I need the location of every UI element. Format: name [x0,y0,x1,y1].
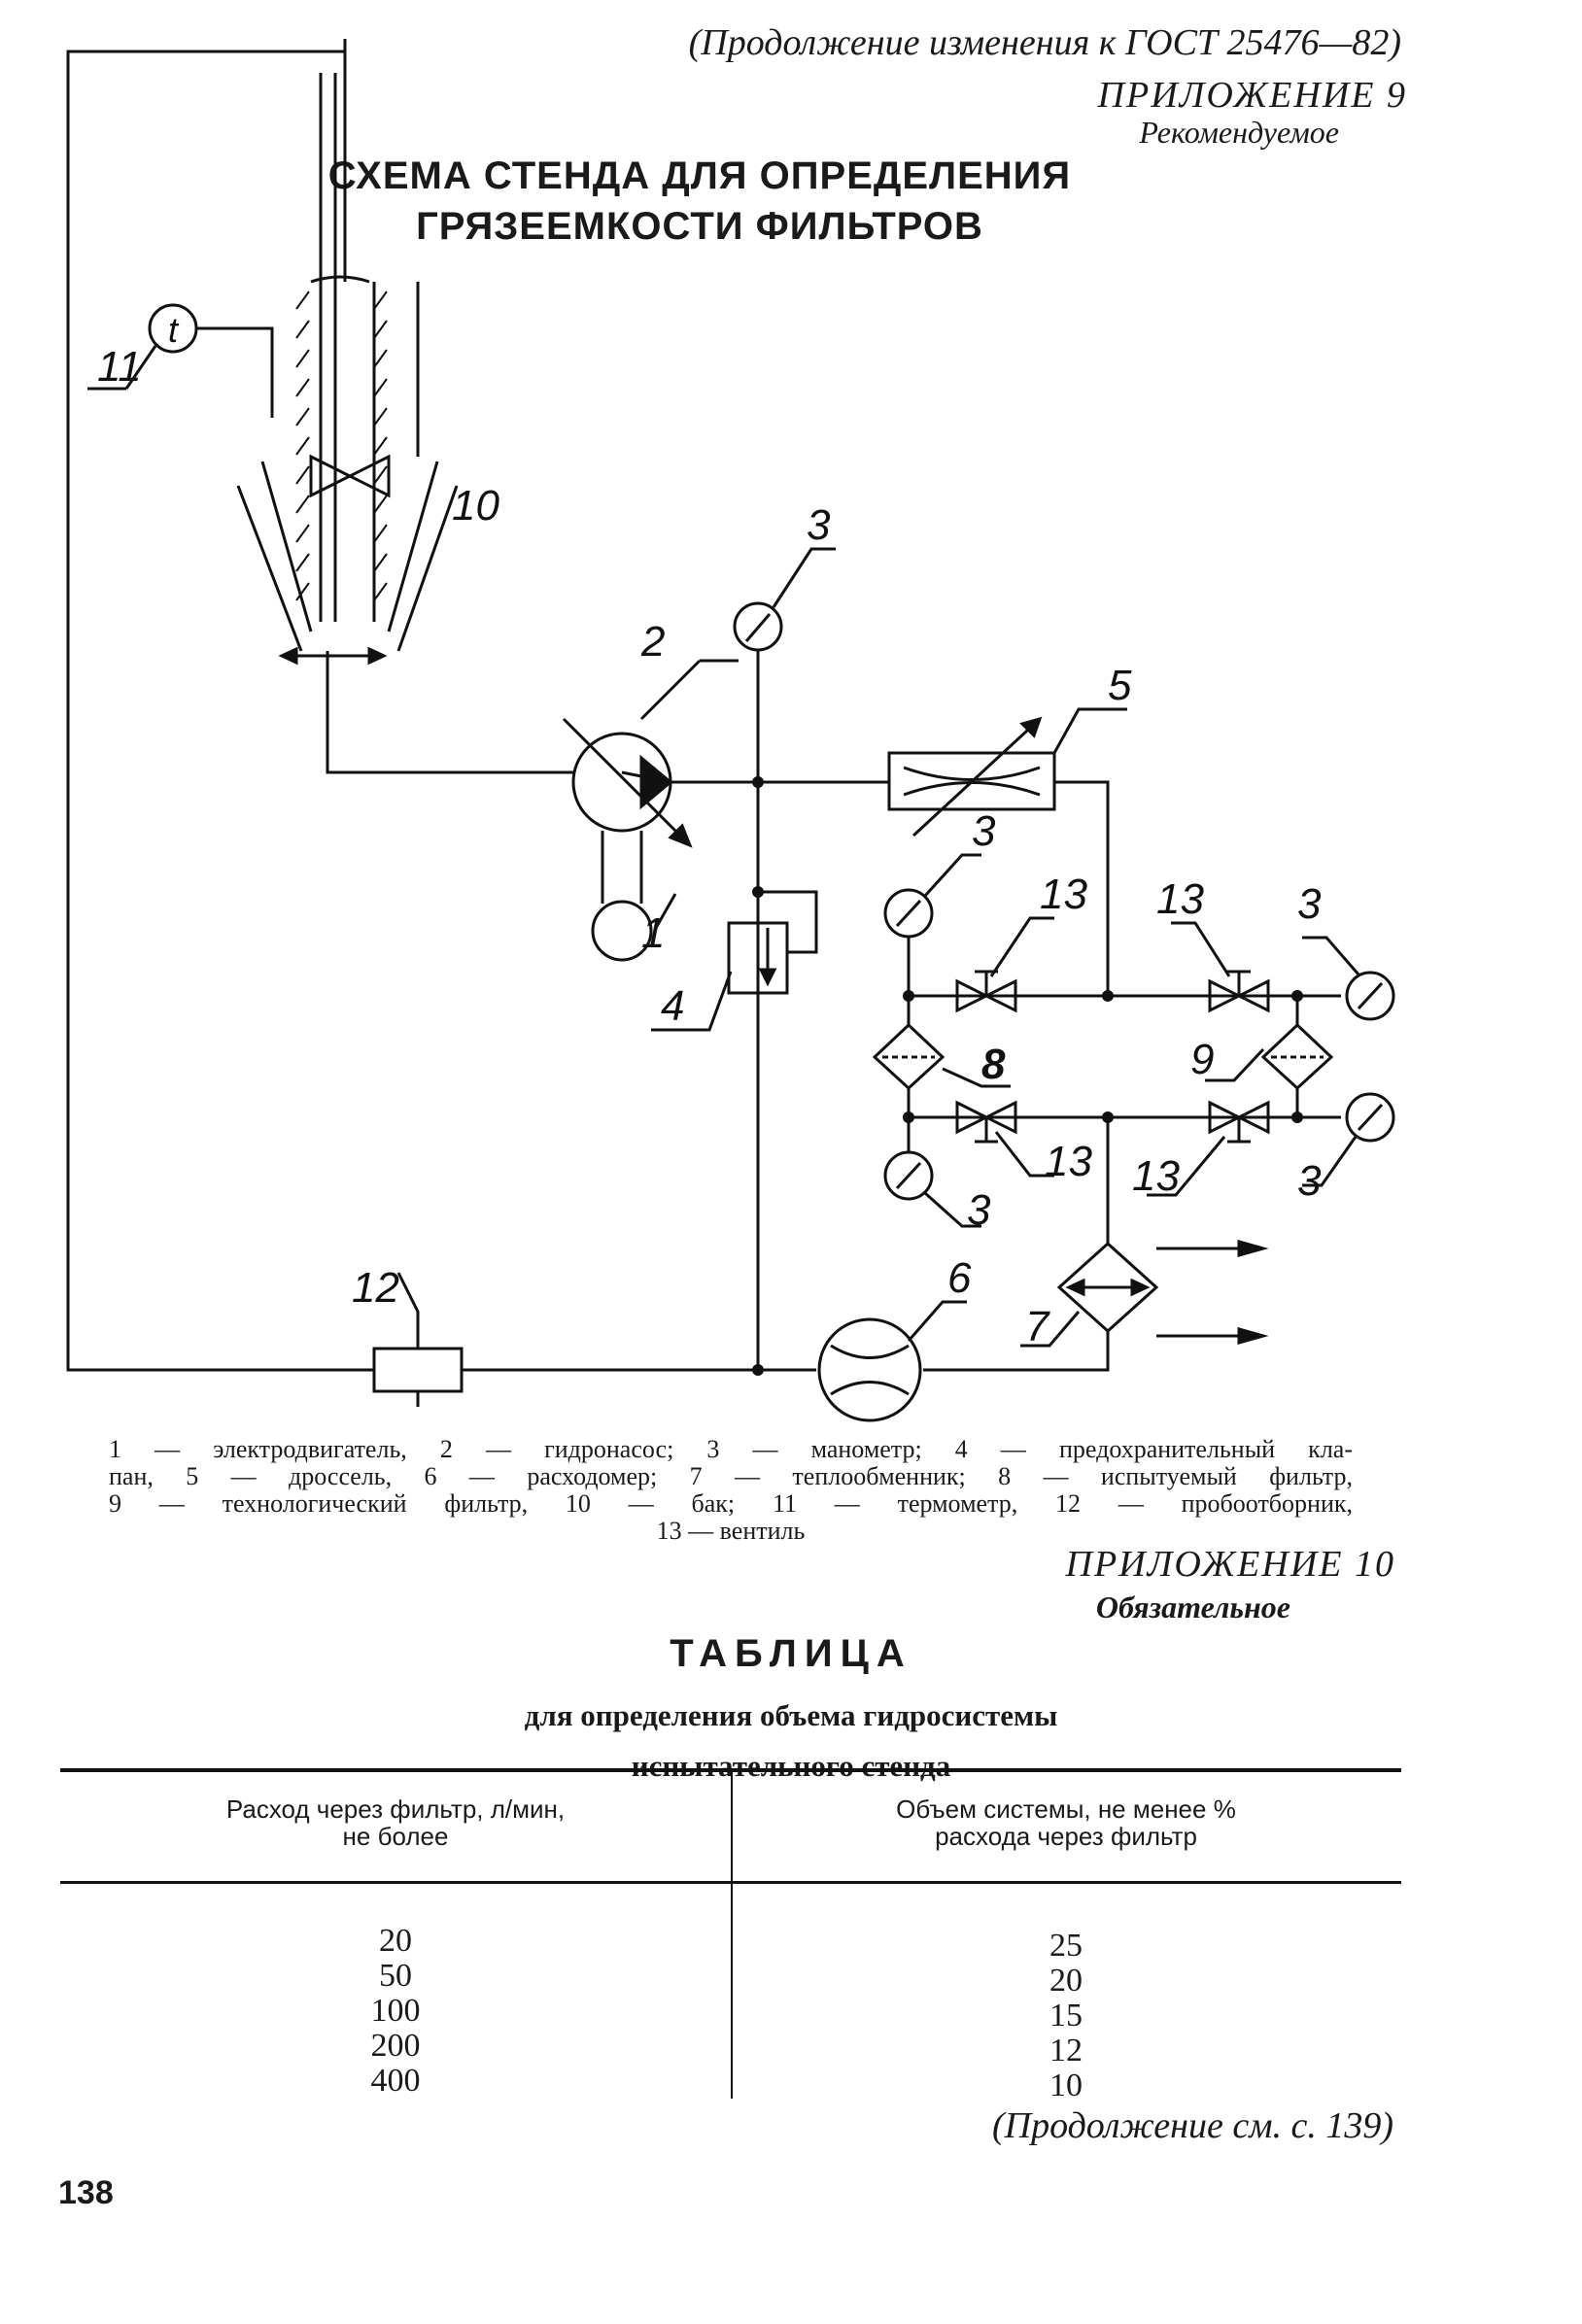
header-volume-line-2: расхода через фильтр [935,1822,1197,1851]
filters [872,996,1334,1117]
label-4: 4 [661,982,684,1030]
flowmeter [817,1300,967,1422]
table-subtitle-line-1: для определения объема гидросистемы [524,1698,1058,1732]
table-cell-volume: 20 [1049,1963,1083,1999]
table-cell-volume: 15 [1049,1998,1083,2034]
scheme-title-line-2: ГРЯЗЕЕМКОСТИ ФИЛЬТРОВ [416,205,983,248]
label-11: 11 [97,343,142,391]
continuation-header: (Продолжение изменения к ГОСТ 25476—82) [688,22,1401,63]
legend-line-2: пан, 5 — дроссель, 6 — расходомер; 7 — т… [109,1462,1353,1490]
table-cell-flow: 400 [370,2063,421,2099]
continuation-footer: (Продолжение см. с. 139) [991,2105,1393,2146]
page-number: 138 [58,2174,114,2211]
appendix-9-title: ПРИЛОЖЕНИЕ 9 [1097,75,1407,116]
junction-nodes [752,776,1303,1376]
pump [562,659,739,848]
thermometer-symbol: t [168,310,180,350]
label-13: 13 [1156,875,1204,923]
table-cell-flow: 50 [379,1958,412,1994]
electric-motor [591,831,677,962]
table-cell-flow: 20 [379,1923,412,1959]
scheme-title-line-1: СХЕМА СТЕНДА ДЛЯ ОПРЕДЕЛЕНИЯ [327,154,1072,197]
label-6: 6 [947,1254,972,1302]
table-column-divider [731,1768,733,2099]
table-cell-volume: 12 [1049,2033,1083,2068]
label-3: 3 [967,1186,991,1234]
appendix-9-subtitle: Рекомендуемое [1139,115,1339,150]
appendix-10-title: ПРИЛОЖЕНИЕ 10 [1065,1544,1395,1585]
label-3: 3 [1297,880,1322,928]
label-3: 3 [972,807,996,855]
table-header-volume: Объем системы, не менее % расхода через … [731,1795,1401,1850]
label-8: 8 [981,1041,1006,1088]
legend-line-3: 9 — технологический фильтр, 10 — бак; 11… [109,1489,1353,1518]
label-13: 13 [1045,1138,1092,1185]
table-header-flow: Расход через фильтр, л/мин, не более [60,1795,731,1850]
tank [236,39,459,666]
diagram-labels: t 1 2 3 3 3 3 3 4 5 6 7 8 9 10 11 12 13 … [97,310,1322,1350]
label-10: 10 [452,482,499,530]
label-1: 1 [641,909,665,957]
label-3: 3 [1297,1157,1322,1205]
label-12: 12 [352,1264,399,1312]
label-3: 3 [807,501,831,549]
relief-valve [651,921,789,1032]
test-bench-diagram: t 1 2 3 3 3 3 3 4 5 6 7 8 9 10 11 12 13 … [66,39,1395,1422]
table-title: ТАБЛИЦА [670,1632,912,1675]
table-cell-flow: 200 [370,2028,421,2064]
scheme-title: СХЕМА СТЕНДА ДЛЯ ОПРЕДЕЛЕНИЯ ГРЯЗЕЕМКОСТ… [292,151,1108,252]
label-5: 5 [1108,662,1132,709]
header-flow-line-1: Расход через фильтр, л/мин, [225,1794,566,1824]
label-9: 9 [1190,1036,1214,1083]
label-7: 7 [1025,1303,1050,1350]
volume-column: 25 20 15 12 10 [731,1929,1401,2103]
flow-column: 20 50 100 200 400 [60,1924,731,2099]
header-volume-line-1: Объем системы, не менее % [896,1794,1236,1824]
label-2: 2 [640,618,665,666]
table-cell-volume: 25 [1049,1928,1083,1964]
appendix-10-subtitle: Обязательное [1095,1589,1290,1624]
heat-exchanger [1020,1241,1159,1348]
thermometer [87,303,274,418]
shutoff-valves [955,916,1270,1197]
legend-line-1: 1 — электродвигатель, 2 — гидронасос; 3 … [109,1435,1353,1463]
table-subtitle-line-2: испытательного стенда [631,1749,951,1783]
table-subtitle: для определения объема гидросистемы испы… [0,1691,1582,1792]
label-13: 13 [1040,871,1087,918]
throttle [887,707,1127,837]
header-flow-line-2: не более [342,1822,449,1851]
table-cell-volume: 10 [1049,2068,1083,2103]
label-13: 13 [1132,1152,1180,1200]
pressure-gauges [733,547,1395,1228]
table-cell-flow: 100 [370,1993,421,2029]
legend-line-4: 13 — вентиль [656,1517,806,1545]
sampler [372,1272,464,1407]
diagram-legend: 1 — электродвигатель, 2 — гидронасос; 3 … [109,1436,1353,1545]
